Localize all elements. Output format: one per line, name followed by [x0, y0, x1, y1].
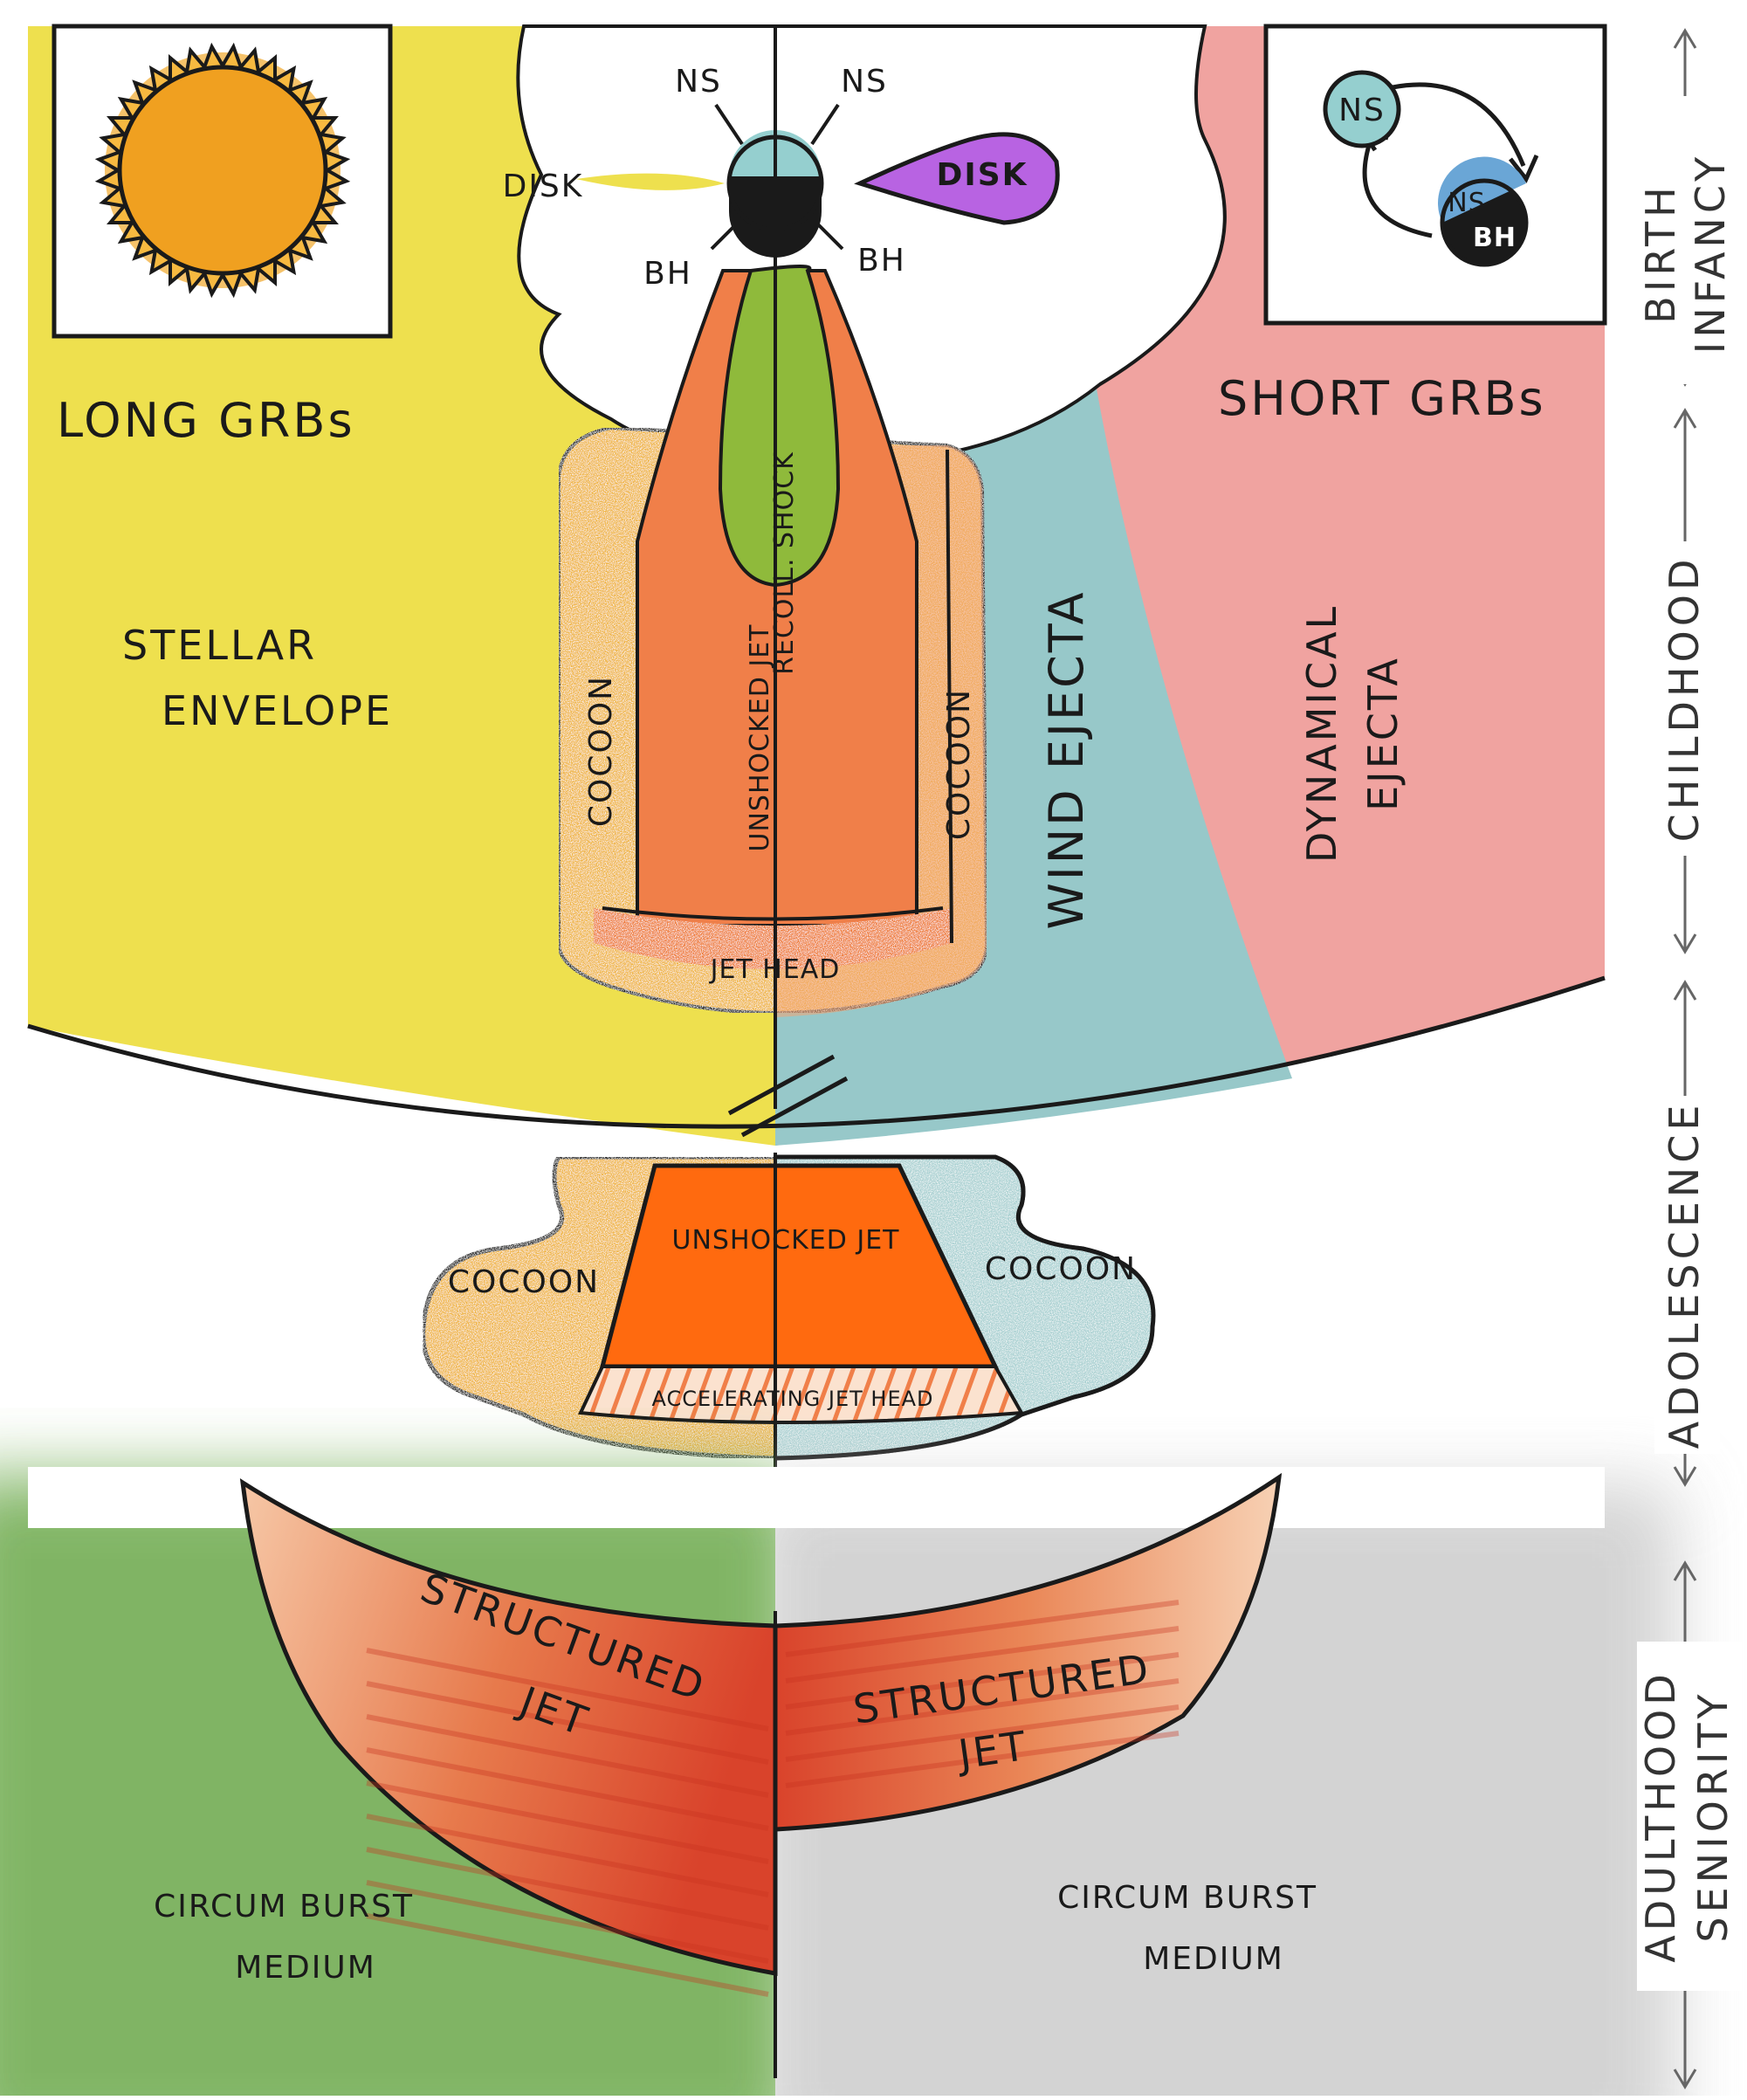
timeline-childhood-label: CHILDHOOD — [1661, 555, 1708, 843]
ns-bh-icon: NS BH — [1438, 156, 1529, 267]
arrow-up-icon — [1673, 28, 1697, 49]
accelerating-jet-head-label: ACCELERATING JET HEAD — [651, 1387, 933, 1411]
jet-streak — [366, 1648, 769, 1732]
timeline-adulthood-seniority: ADULTHOOD SENIORITY — [1637, 1560, 1742, 2090]
unshocked-jet-adolescence-label: UNSHOCKED JET — [672, 1225, 900, 1256]
neutron-star-icon — [1323, 70, 1401, 148]
jet-streak — [366, 1681, 769, 1765]
break-mark-top — [727, 1054, 849, 1138]
short-grb-title: SHORT GRBs — [1218, 371, 1546, 426]
cocoon-right-adolescence-label: COCOON — [985, 1251, 1137, 1287]
binary-bh-label: BH — [1473, 223, 1517, 253]
jet-streak — [366, 1714, 769, 1798]
engine-ns-right-label: NS — [841, 64, 888, 100]
jet-streak — [785, 1678, 1180, 1736]
recollimation-shock — [718, 265, 841, 588]
timeline-adolescence-label: ADOLESCENCE — [1661, 1101, 1708, 1449]
timeline: BIRTH INFANCY CHILDHOOD ADOLESCENCE ADUL… — [1637, 28, 1742, 2090]
disk-left-icon — [576, 173, 725, 190]
timeline-birth-infancy: BIRTH INFANCY — [1637, 28, 1737, 387]
timeline-adulthood-label: ADULTHOOD — [1637, 1670, 1684, 1962]
timeline-seniority-label: SENIORITY — [1689, 1690, 1737, 1942]
recollimation-label: RECOLL. SHOCK — [769, 451, 800, 675]
orbit-arrow-lower — [1362, 139, 1433, 238]
long-grb-inset — [52, 24, 393, 339]
dynamical-ejecta-label-1: DYNAMICAL — [1298, 604, 1345, 863]
sun-icon — [94, 42, 351, 299]
timeline-adolescence: ADOLESCENCE — [1654, 980, 1720, 1487]
timeline-childhood: CHILDHOOD — [1654, 408, 1720, 954]
arrow-down-icon — [1673, 1466, 1697, 1487]
jet-streak — [366, 1780, 769, 1864]
binary-merger-icon: NS NS BH — [1323, 70, 1539, 267]
envelope-outer-edge — [27, 975, 1606, 1129]
engine-ns-left-label: NS — [675, 64, 722, 100]
jet-streak — [785, 1652, 1180, 1710]
cocoon-left-adolescence-label: COCOON — [448, 1264, 600, 1300]
stellar-envelope-label-2: ENVELOPE — [162, 687, 393, 734]
arrow-down-icon — [1673, 2069, 1697, 2090]
wind-ejecta-label: WIND EJECTA — [1039, 589, 1094, 929]
timeline-birth-label: BIRTH — [1637, 182, 1684, 323]
jet-head-label: JET HEAD — [709, 954, 841, 985]
engine-bh-left-label: BH — [643, 256, 692, 292]
disk-right-icon — [854, 132, 1060, 225]
jet-streak — [366, 1913, 769, 1997]
arrow-down-icon — [1673, 933, 1697, 954]
stellar-envelope-label-1: STELLAR — [122, 622, 317, 669]
jet-streak — [785, 1626, 1180, 1683]
structured-jet-right — [773, 1472, 1283, 1832]
jet-streak — [785, 1731, 1180, 1788]
unshocked-jet-childhood-label: UNSHOCKED JET — [745, 624, 775, 852]
orbit-arrow-upper — [1392, 82, 1526, 167]
cbm-right-label-1: CIRCUM BURST — [1057, 1880, 1317, 1916]
jet-streak — [366, 1847, 769, 1931]
engine-bh-right-label: BH — [857, 243, 906, 279]
jet-streak — [366, 1880, 769, 1964]
cocoon-right-childhood-label: COCOON — [941, 688, 977, 840]
jet-streak — [785, 1704, 1180, 1762]
cbm-left-label-1: CIRCUM BURST — [154, 1889, 414, 1924]
short-grb-inset: NS NS BH — [1263, 24, 1607, 326]
cbm-right-label-2: MEDIUM — [1143, 1941, 1284, 1977]
cbm-left-label-2: MEDIUM — [235, 1950, 376, 1986]
structured-jet-left — [239, 1478, 778, 1997]
accelerating-jet-head — [577, 1365, 1025, 1424]
binary-ns-label: NS — [1338, 93, 1386, 128]
jet-streak — [785, 1600, 1180, 1657]
disk-right-label: DISK — [936, 157, 1028, 193]
dynamical-ejecta-label-2: EJECTA — [1359, 656, 1407, 811]
arrow-up-icon — [1673, 980, 1697, 1001]
structured-jet-right-label-2: JET — [953, 1722, 1031, 1779]
binary-ns2-label: NS — [1448, 188, 1485, 218]
jet-streak — [366, 1747, 769, 1831]
cocoon-left-childhood-label: COCOON — [583, 675, 619, 827]
adolescence-stage — [421, 1154, 1156, 1461]
timeline-infancy-label: INFANCY — [1687, 153, 1734, 355]
jet-streak — [366, 1814, 769, 1897]
long-grb-title: LONG GRBs — [57, 393, 355, 448]
arrow-up-icon — [1673, 1560, 1697, 1581]
disk-left-label: DISK — [503, 169, 584, 204]
arrow-up-icon — [1673, 408, 1697, 429]
